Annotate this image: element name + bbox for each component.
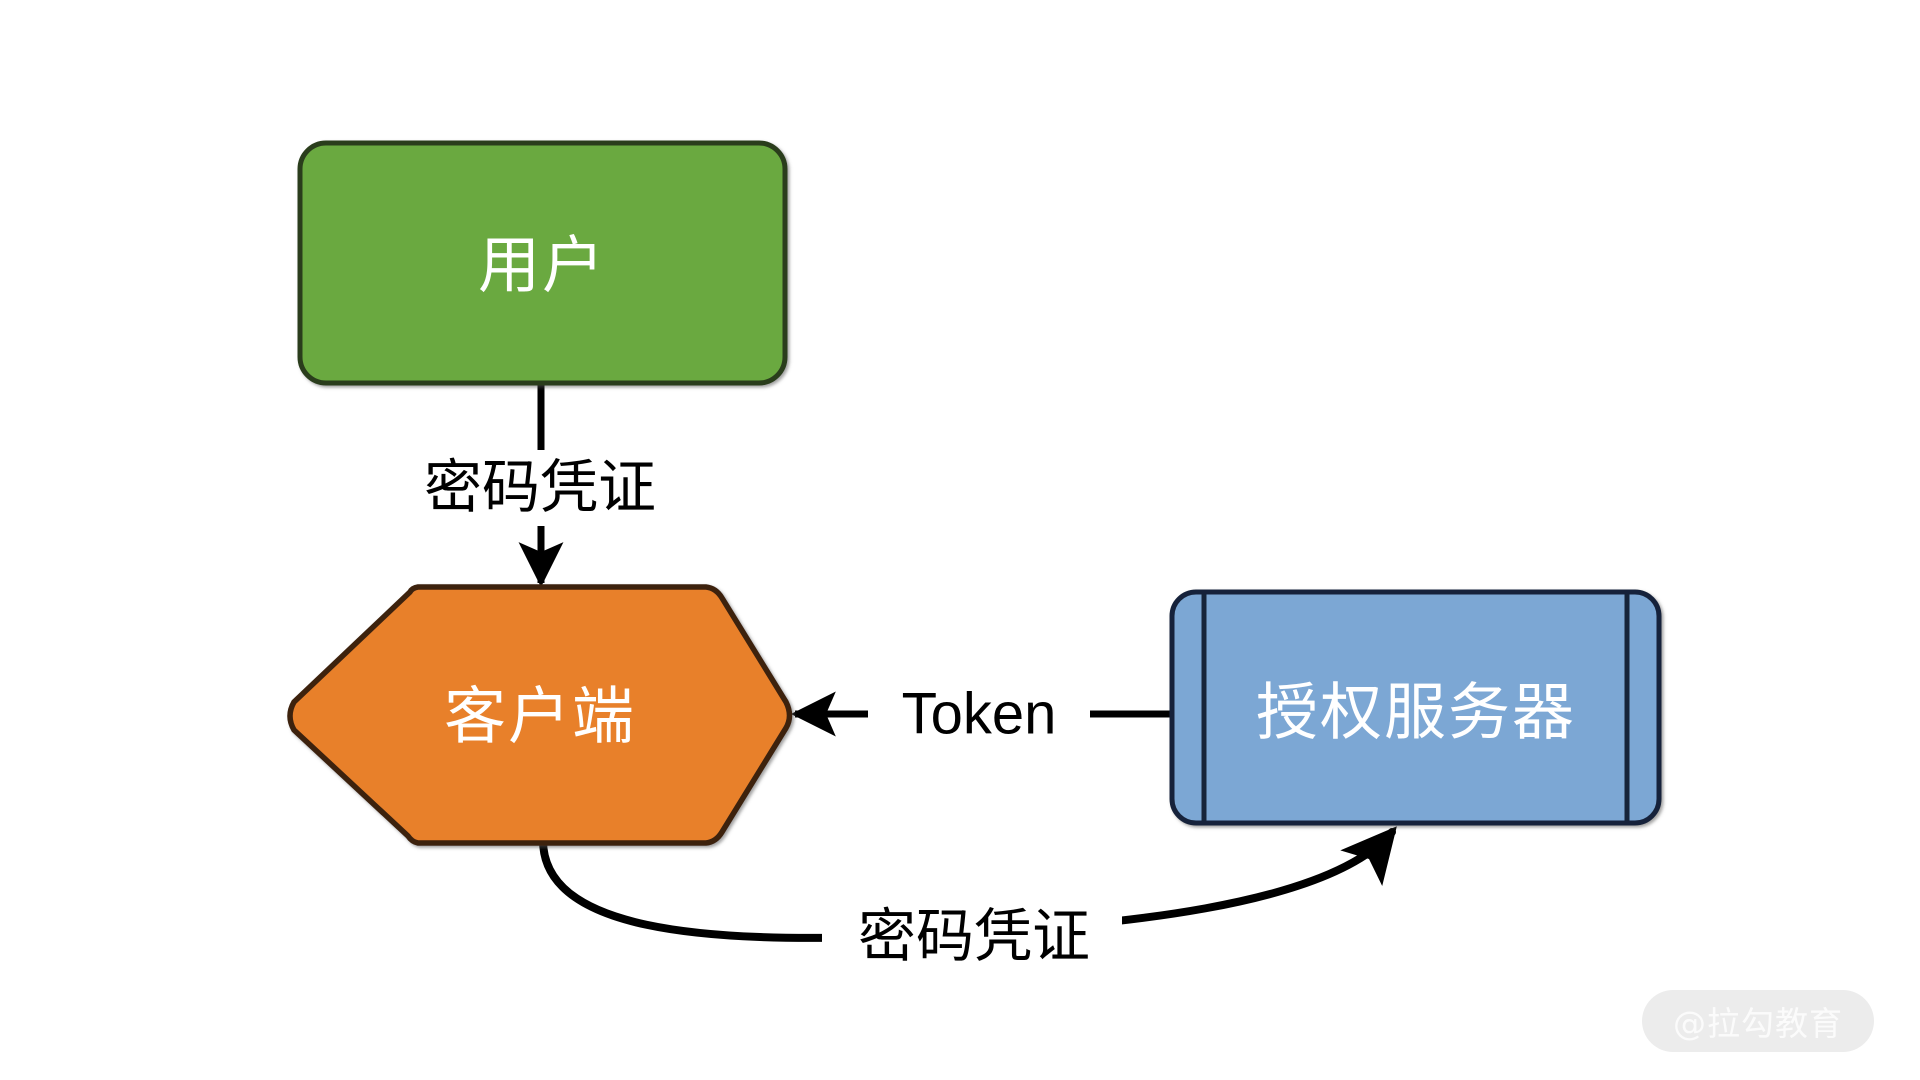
- node-user-label: 用户: [478, 229, 606, 302]
- node-client-shape[interactable]: [287, 584, 793, 846]
- edge-label-backdrop-1: [385, 450, 695, 526]
- node-auth-server-shape[interactable]: [1169, 589, 1662, 826]
- edge-label-client-to-authserver: 密码凭证: [822, 898, 1122, 974]
- watermark-text: @拉勾教育: [1673, 1004, 1843, 1043]
- edge-label-user-to-client: 密码凭证: [385, 450, 695, 526]
- edge-label-text-authserver-to-client: Token: [902, 682, 1057, 747]
- node-auth-server-label: 授权服务器: [1256, 676, 1576, 749]
- node-client[interactable]: 客户端: [287, 584, 793, 846]
- edge-label-text-user-to-client: 密码凭证: [424, 453, 656, 521]
- node-user[interactable]: 用户: [297, 140, 788, 386]
- edge-label-authserver-to-client: Token: [868, 678, 1090, 750]
- watermark-badge: @拉勾教育: [1642, 990, 1874, 1052]
- edge-label-text-client-to-authserver: 密码凭证: [858, 902, 1090, 970]
- edge-label-backdrop-2: [868, 678, 1090, 750]
- node-user-shape[interactable]: [297, 140, 788, 386]
- node-auth-server[interactable]: 授权服务器: [1169, 589, 1662, 826]
- node-client-label: 客户端: [444, 680, 636, 753]
- edge-label-backdrop-3: [822, 898, 1122, 974]
